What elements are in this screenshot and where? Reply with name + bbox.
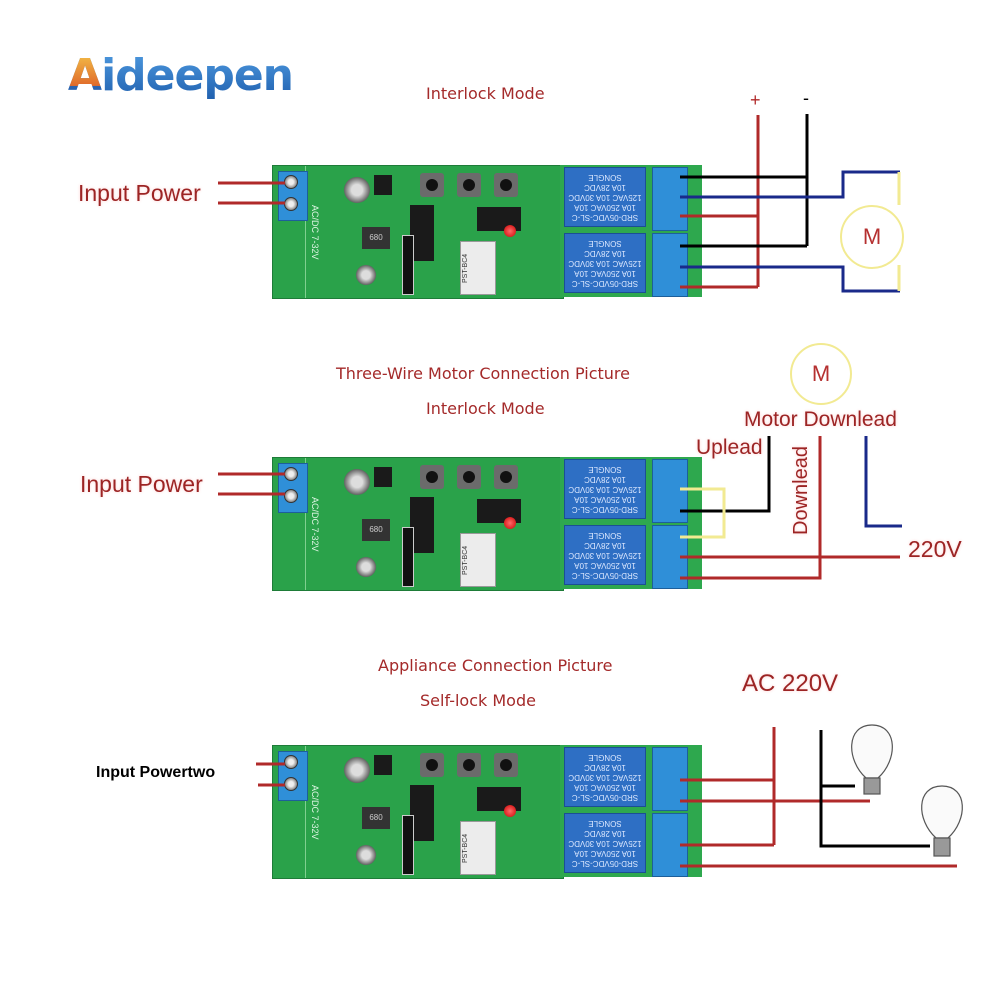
uplead-wire (680, 436, 771, 513)
input-wires-3 (256, 762, 285, 787)
diagram3-title: Appliance Connection Picture (378, 656, 613, 675)
minus-label: - (803, 88, 809, 108)
ic-chip (374, 467, 392, 487)
ic-chip (374, 175, 392, 195)
push-button-icon (420, 465, 444, 489)
push-button-icon (457, 173, 481, 197)
push-button-icon (457, 753, 481, 777)
led-icon (504, 225, 516, 237)
motor-icon: M (840, 205, 904, 269)
capacitor-icon (356, 557, 376, 577)
inductor: 680 (362, 519, 390, 541)
ac-220v-label: AC 220V (742, 670, 839, 697)
push-button-icon (494, 173, 518, 197)
silkscreen-label: AC/DC 7-32V (310, 497, 320, 552)
capacitor-icon (344, 177, 370, 203)
push-button-icon (420, 173, 444, 197)
diagram1-input-label: Input Power (78, 180, 201, 206)
light-bulb-icon-1 (851, 724, 893, 795)
neutral-wire-2 (864, 436, 902, 528)
silkscreen-label: AC/DC 7-32V (310, 785, 320, 840)
diagram1-mode: Interlock Mode (426, 84, 545, 103)
push-button-icon (457, 465, 481, 489)
diagram3-input-label: Input Powertwo (96, 764, 216, 781)
push-button-icon (420, 753, 444, 777)
motor-wires-1 (680, 170, 900, 293)
ic-chip (374, 755, 392, 775)
minus-wire (680, 114, 809, 248)
diagram2-title: Three-Wire Motor Connection Picture (336, 364, 630, 383)
input-wires-1 (218, 181, 285, 205)
inductor: 680 (362, 227, 390, 249)
motor-downlead-label: Motor Downlead (744, 408, 897, 431)
diagram2-mode: Interlock Mode (426, 399, 545, 418)
screw-icon (284, 489, 298, 503)
input-wires-2 (218, 472, 285, 496)
voltage-220v-label: 220V (908, 536, 962, 562)
bridge-wire (680, 487, 726, 539)
ac-neutral-wire (819, 730, 930, 848)
screw-icon (284, 755, 298, 769)
capacitor-icon (356, 845, 376, 865)
led-icon (504, 805, 516, 817)
ac-live-wire (680, 727, 957, 868)
diagram2-input-label: Input Power (80, 471, 203, 497)
plus-wire (680, 115, 760, 289)
pin-header (402, 527, 414, 587)
downlead-wire (680, 436, 900, 580)
light-bulb-icon-2 (921, 785, 963, 857)
diagram3-mode: Self-lock Mode (420, 691, 536, 710)
motor-icon: M (790, 343, 852, 405)
capacitor-icon (344, 469, 370, 495)
brand-logo: Aideepen (68, 50, 293, 101)
ic-chip (410, 497, 434, 553)
pin-header (402, 235, 414, 295)
ic-chip (410, 205, 434, 261)
capacitor-icon (356, 265, 376, 285)
led-icon (504, 517, 516, 529)
pin-header (402, 815, 414, 875)
capacitor-icon (344, 757, 370, 783)
inductor: 680 (362, 807, 390, 829)
plus-label: + (750, 90, 761, 110)
silkscreen-label: AC/DC 7-32V (310, 205, 320, 260)
ic-chip (410, 785, 434, 841)
uplead-label: Uplead (696, 436, 763, 459)
power-terminal (278, 171, 308, 221)
push-button-icon (494, 465, 518, 489)
push-button-icon (494, 753, 518, 777)
logo-letter-a: A (68, 50, 102, 101)
